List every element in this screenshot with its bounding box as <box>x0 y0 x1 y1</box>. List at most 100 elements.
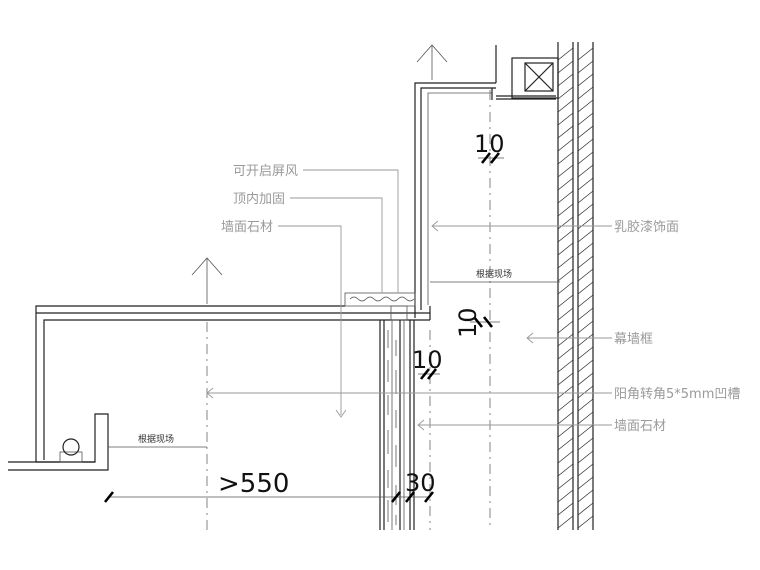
hatch-line <box>577 73 594 87</box>
hatch-line <box>557 138 574 152</box>
hatch-line <box>557 151 574 165</box>
hatch-line <box>577 476 594 490</box>
corner-groove-label: 阳角转角5*5mm凹槽 <box>614 387 740 402</box>
hatch-line <box>557 268 574 282</box>
hatch-line <box>557 424 574 438</box>
up-arrow-right <box>416 44 448 80</box>
hatch-line <box>557 502 574 516</box>
hatch-line <box>577 307 594 321</box>
left-light-trough <box>8 413 109 471</box>
hatch-line <box>557 346 574 360</box>
dimension-greater-550: >550 <box>218 469 289 499</box>
hatch-line <box>577 86 594 100</box>
hatch-line <box>577 60 594 74</box>
hatch-line <box>557 450 574 464</box>
hatch-line <box>577 372 594 386</box>
hatch-line <box>557 372 574 386</box>
hatch-line <box>577 385 594 399</box>
openable-window-label: 可开启屏风 <box>233 164 298 179</box>
hatch-line <box>557 73 574 87</box>
hatch-line <box>577 203 594 217</box>
hatch-line <box>577 333 594 347</box>
hatch-line <box>557 333 574 347</box>
hatch-line <box>557 255 574 269</box>
hatch-line <box>557 489 574 503</box>
curtain-wall-band <box>557 42 594 530</box>
lamp-icon <box>62 438 80 456</box>
hatch-line <box>577 359 594 373</box>
hatch-line <box>557 229 574 243</box>
hatch-line <box>557 385 574 399</box>
hatch-line <box>577 502 594 516</box>
hatch-line <box>557 515 574 529</box>
leader-lines <box>206 169 612 431</box>
hatch-line <box>577 177 594 191</box>
hatch-line <box>557 203 574 217</box>
hatch-line <box>557 476 574 490</box>
hatch-line <box>557 411 574 425</box>
ceiling-slab <box>35 292 431 462</box>
hatch-line <box>577 281 594 295</box>
hatch-line <box>557 216 574 230</box>
hatch-line <box>577 411 594 425</box>
hatch-line <box>577 242 594 256</box>
hatch-line <box>577 515 594 529</box>
latex-paint-label: 乳胶漆饰面 <box>614 219 679 235</box>
hatch-line <box>577 437 594 451</box>
site-dimension-right: 根据现场 <box>476 268 512 280</box>
hatch-line <box>577 346 594 360</box>
hatch-line <box>577 47 594 61</box>
wall-stone-bottom-label: 墙面石材 <box>614 419 666 434</box>
hatch-line <box>557 190 574 204</box>
hatch-line <box>557 281 574 295</box>
wall-stone-band <box>379 320 415 530</box>
dimension-lines <box>103 152 560 503</box>
curtain-frame-label: 幕墙框 <box>614 332 653 347</box>
up-arrow-left <box>191 257 223 304</box>
hatch-line <box>577 463 594 477</box>
hatch-line <box>577 99 594 113</box>
hatch-line <box>557 47 574 61</box>
center-lines <box>206 90 491 530</box>
dimension-rotated-ten: 10 <box>454 307 482 338</box>
hatch-line <box>557 112 574 126</box>
hatch-line <box>577 268 594 282</box>
hatch-line <box>557 437 574 451</box>
wall-stone-top-label: 墙面石材 <box>221 220 273 235</box>
hatch-line <box>557 177 574 191</box>
top-reinforce-label: 顶内加固 <box>233 191 285 207</box>
hatch-line <box>577 164 594 178</box>
hatch-line <box>577 216 594 230</box>
hatch-line <box>577 424 594 438</box>
hatch-line <box>577 125 594 139</box>
hatch-line <box>557 294 574 308</box>
hatch-line <box>577 255 594 269</box>
hatch-line <box>577 450 594 464</box>
hatch-line <box>557 164 574 178</box>
dimension-thirty: 30 <box>405 469 436 497</box>
hatch-line <box>557 359 574 373</box>
hatch-line <box>577 112 594 126</box>
hatch-line <box>577 294 594 308</box>
hatch-line <box>577 190 594 204</box>
upper-wall-profile <box>414 45 497 318</box>
hatch-line <box>557 463 574 477</box>
hatch-line <box>557 307 574 321</box>
site-dimension-left: 根据现场 <box>138 433 174 445</box>
hatch-line <box>557 60 574 74</box>
hatch-line <box>557 125 574 139</box>
hatch-line <box>577 398 594 412</box>
dimension-upper-ten: 10 <box>474 130 505 158</box>
ceiling-box-icon <box>511 57 559 99</box>
hatch-line <box>557 86 574 100</box>
hatch-line <box>577 138 594 152</box>
dimension-middle-ten: 10 <box>412 346 443 374</box>
hatch-line <box>557 242 574 256</box>
hatch-line <box>577 229 594 243</box>
hatch-line <box>577 151 594 165</box>
hatch-line <box>557 99 574 113</box>
hatch-line <box>577 489 594 503</box>
hatch-line <box>577 320 594 334</box>
hatch-line <box>557 398 574 412</box>
